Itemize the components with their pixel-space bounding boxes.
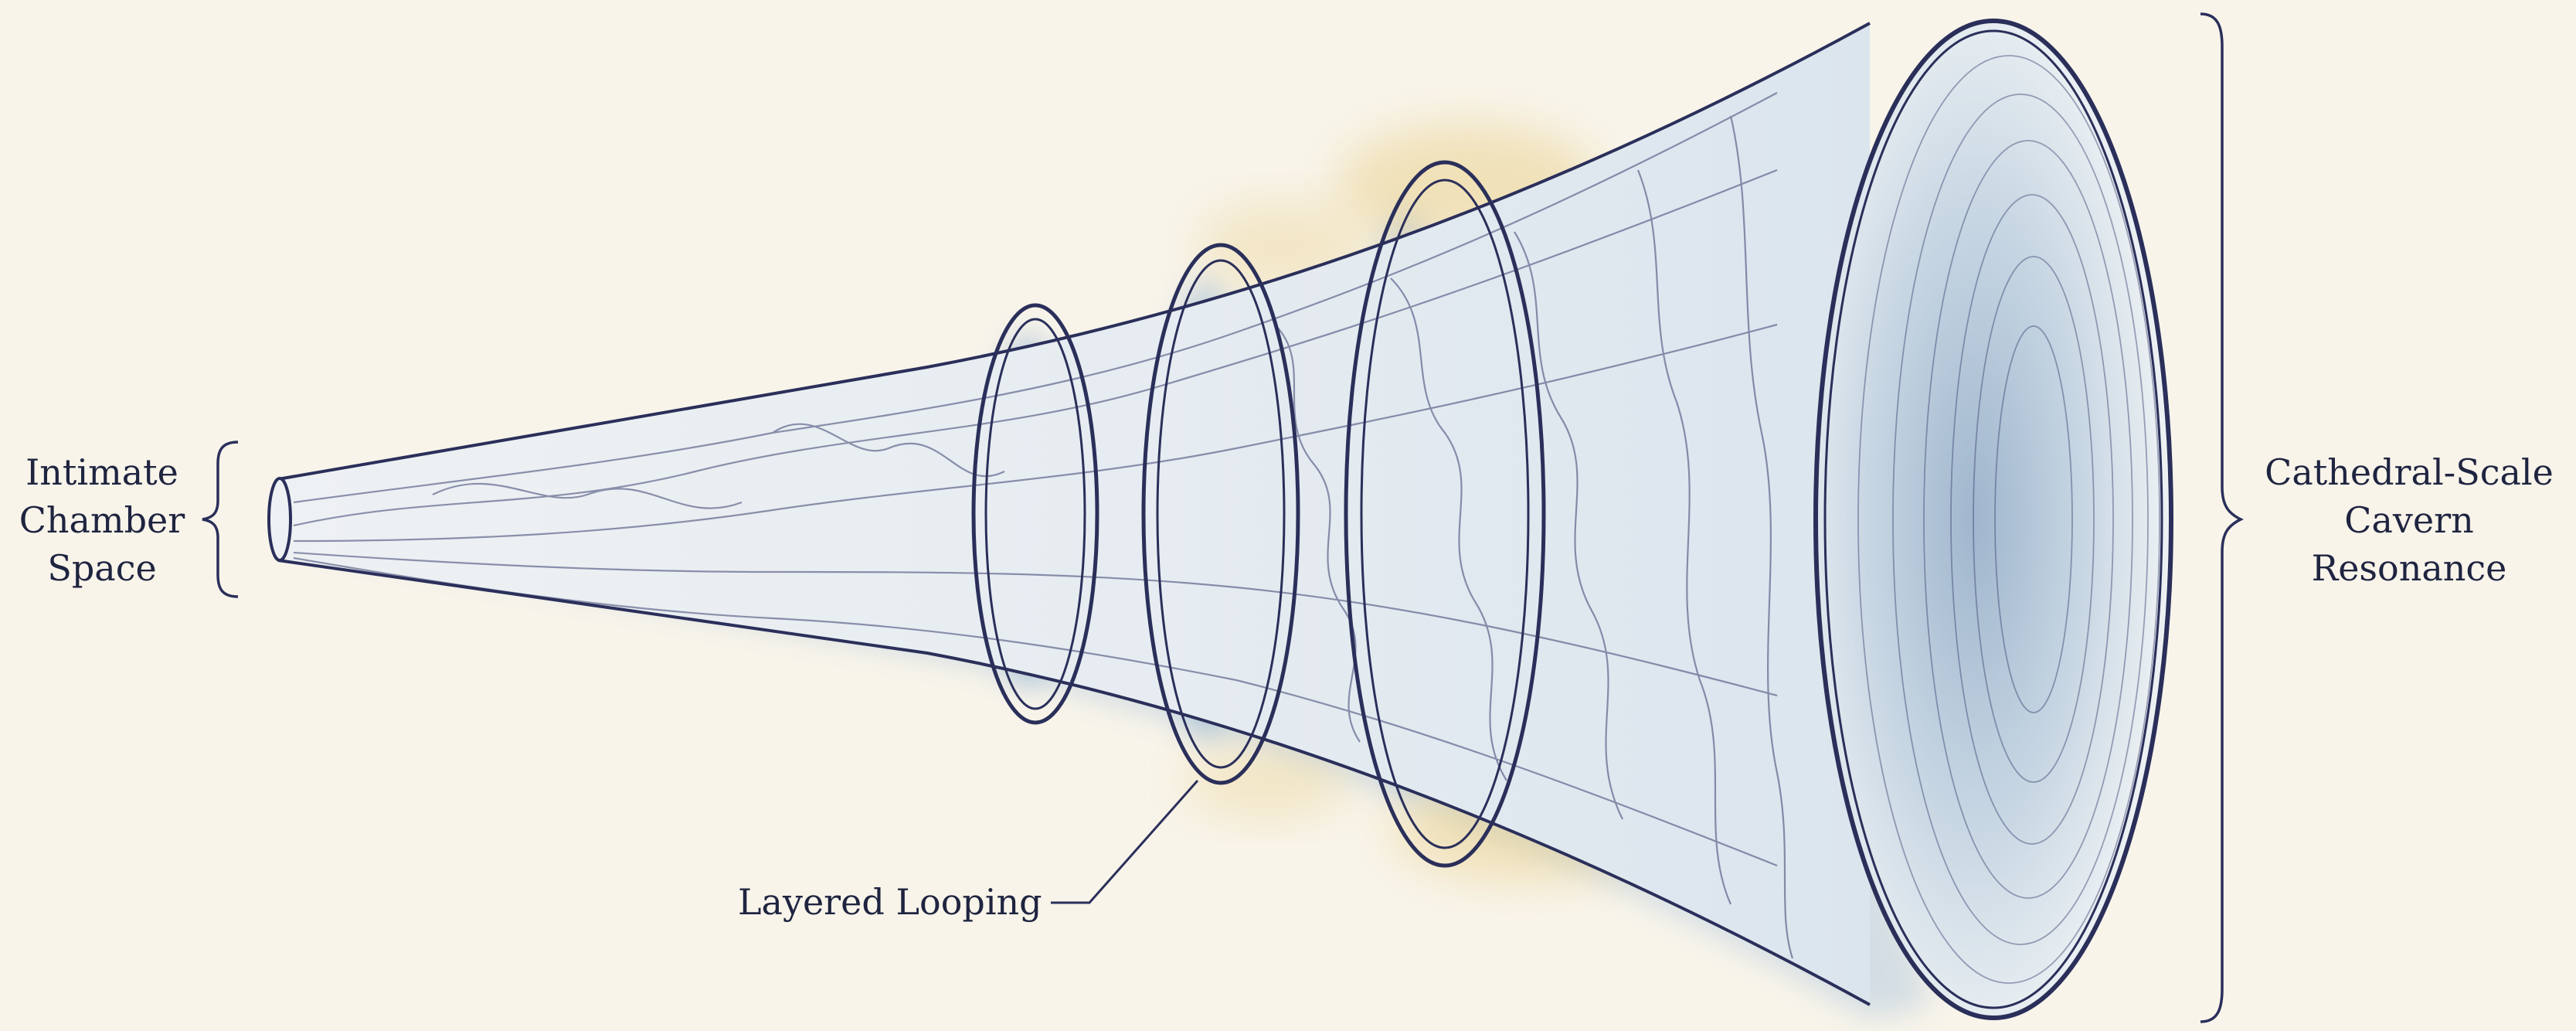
label-left-line-3: Space [11, 544, 193, 592]
label-left-line-2: Chamber [11, 496, 193, 544]
layered-looping-label: Layered Looping [738, 878, 1042, 926]
bell [1816, 21, 2171, 1018]
intimate-chamber-space-label: Intimate Chamber Space [11, 448, 193, 592]
label-right-line-3: Resonance [2255, 544, 2564, 592]
right-brace [2200, 14, 2241, 1022]
layered-looping-leader [1051, 781, 1198, 903]
horn-body [269, 23, 1870, 1005]
cathedral-scale-cavern-resonance-label: Cathedral-Scale Cavern Resonance [2255, 448, 2564, 592]
label-right-line-2: Cavern [2255, 496, 2564, 544]
left-brace [202, 442, 238, 597]
label-right-line-1: Cathedral-Scale [2255, 448, 2564, 496]
label-left-line-1: Intimate [11, 448, 193, 496]
